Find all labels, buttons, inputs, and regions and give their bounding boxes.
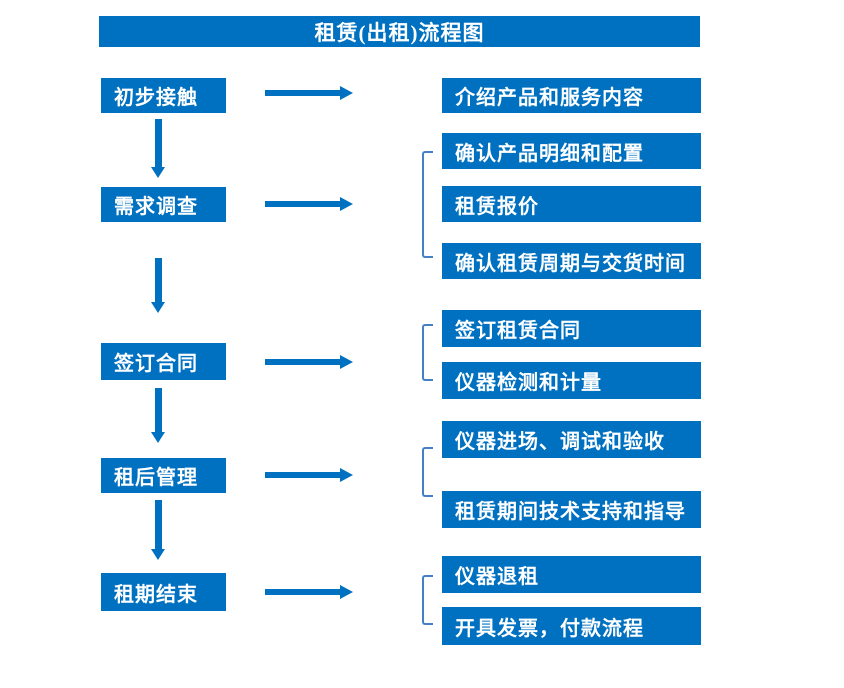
step-initial-contact: 初步接触 [101,78,226,113]
step-demand-survey: 需求调查 [101,187,226,222]
detail-instrument-entry-debug-acceptance: 仪器进场、调试和验收 [442,421,701,458]
group-bracket-demand-survey [422,151,433,258]
detail-rental-technical-support: 租赁期间技术支持和指导 [442,491,701,528]
arrow-down-icon [151,119,166,178]
arrow-head [340,355,353,369]
arrow-head [151,549,165,560]
arrow-shaft [155,258,162,302]
arrow-shaft [265,201,341,207]
step-post-rental-management: 租后管理 [101,458,226,493]
group-bracket-rental-end [422,575,433,625]
group-bracket-post-rental [422,447,433,497]
arrow-down-icon [151,388,166,443]
arrow-head [151,432,165,443]
arrow-shaft [265,359,341,365]
arrow-shaft [155,500,162,549]
arrow-shaft [265,589,341,595]
detail-rental-quotation: 租赁报价 [442,186,701,222]
arrow-head [340,585,353,599]
arrow-right-icon [265,86,353,100]
step-rental-end: 租期结束 [101,573,226,611]
detail-confirm-product-details-config: 确认产品明细和配置 [442,133,701,169]
arrow-head [340,86,353,100]
arrow-right-icon [265,585,353,599]
arrow-head [151,167,165,178]
arrow-right-icon [265,468,353,482]
detail-confirm-rental-period-delivery: 确认租赁周期与交货时间 [442,243,701,279]
arrow-down-icon [151,500,166,560]
arrow-right-icon [265,355,353,369]
arrow-head [151,302,165,313]
arrow-shaft [265,472,341,478]
arrow-shaft [155,388,162,432]
arrow-right-icon [265,197,353,211]
detail-sign-rental-contract: 签订租赁合同 [442,310,701,347]
arrow-head [340,468,353,482]
flowchart-title: 租赁(出租)流程图 [99,16,700,47]
detail-instrument-return: 仪器退租 [442,556,701,593]
step-sign-contract: 签订合同 [101,343,226,380]
group-bracket-sign-contract [422,324,433,381]
arrow-shaft [155,119,162,167]
arrow-shaft [265,90,341,96]
arrow-head [340,197,353,211]
arrow-down-icon [151,258,166,313]
detail-instrument-inspection-calibration: 仪器检测和计量 [442,362,701,399]
detail-introduce-products-services: 介绍产品和服务内容 [442,78,701,113]
detail-invoice-payment-process: 开具发票，付款流程 [442,607,701,645]
